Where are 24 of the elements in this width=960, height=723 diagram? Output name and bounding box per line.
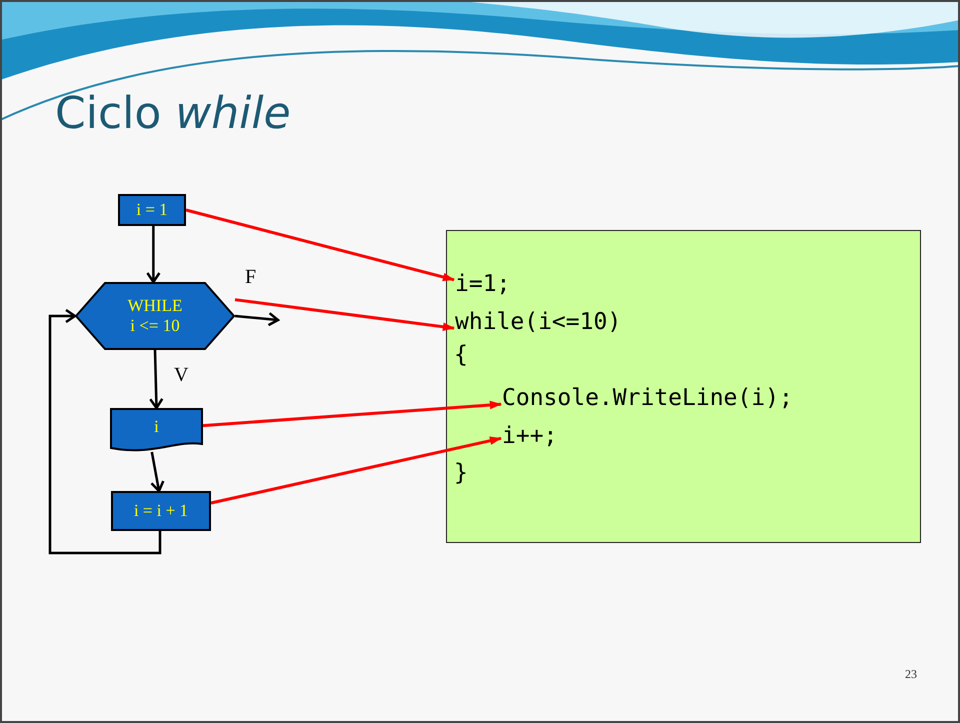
code-panel [446, 230, 921, 543]
exit-arrow [234, 312, 280, 326]
flow-arrow [48, 308, 162, 554]
mapping-arrow [210, 436, 502, 504]
flow-arrow [150, 452, 165, 492]
edge-label: F [245, 266, 256, 289]
code-line: Console.WriteLine(i); [502, 387, 792, 413]
brace: } [454, 462, 468, 485]
process-box: i = 1 [118, 194, 186, 226]
page-number: 23 [905, 667, 917, 682]
output-document-shape: i [110, 408, 203, 452]
mapping-arrow [202, 400, 502, 428]
brace: { [454, 344, 468, 367]
code-line: i=1; [455, 273, 525, 299]
decision-hexagon: WHILE i <= 10 [75, 282, 235, 350]
mapping-arrow [234, 298, 455, 331]
process-box: i = i + 1 [111, 491, 211, 531]
code-line: while(i<=10) [455, 311, 625, 337]
code-line: i++; [502, 425, 572, 451]
flow-arrow [146, 226, 161, 284]
flow-arrow [149, 350, 164, 410]
slide-title: Ciclo while [55, 88, 291, 139]
edge-label: V [174, 364, 188, 387]
mapping-arrow [186, 208, 455, 282]
